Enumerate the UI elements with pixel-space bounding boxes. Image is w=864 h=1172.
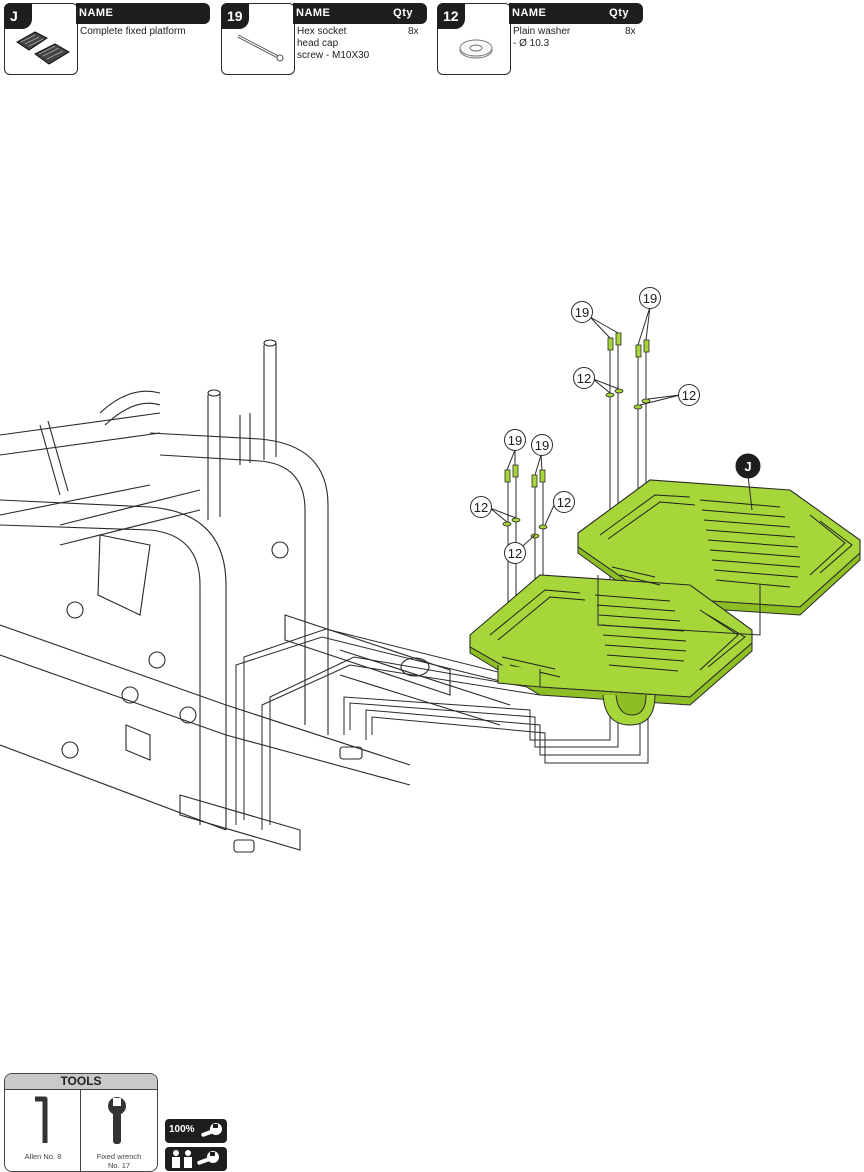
part-thumbnail-j bbox=[4, 3, 78, 75]
part-id: 12 bbox=[437, 3, 465, 29]
tools-title: TOOLS bbox=[5, 1074, 157, 1090]
name-header: NAME bbox=[76, 3, 210, 24]
part-card-12: 12 NAME Qty Plain washer - Ø 10.3 8x bbox=[437, 3, 647, 75]
svg-text:12: 12 bbox=[508, 546, 522, 561]
svg-text:12: 12 bbox=[474, 500, 488, 515]
callout-j: J bbox=[735, 453, 761, 479]
allen-key-icon bbox=[35, 1096, 48, 1143]
fixed-platform bbox=[469, 479, 861, 726]
part-id: 19 bbox=[221, 3, 249, 29]
callout-19: 19 bbox=[639, 287, 661, 309]
callout-19: 19 bbox=[531, 434, 553, 456]
part-description: Hex socket head cap screw - M10X30 bbox=[297, 26, 370, 61]
platform-thumbnail-icon bbox=[16, 31, 70, 65]
callouts: 19 19 12 12 19 19 12 12 bbox=[470, 287, 761, 564]
tool-label-wrench: Fixed wrench No. 17 bbox=[96, 1152, 142, 1170]
name-header: NAME Qty bbox=[293, 3, 427, 24]
alignment-lines bbox=[235, 340, 649, 830]
callout-12: 12 bbox=[504, 542, 526, 564]
tools-divider bbox=[80, 1090, 81, 1171]
callout-12: 12 bbox=[573, 367, 595, 389]
assembly-diagram: 19 19 12 12 19 19 12 12 bbox=[0, 287, 861, 853]
svg-text:19: 19 bbox=[643, 291, 657, 306]
callout-12: 12 bbox=[678, 384, 700, 406]
name-header: NAME Qty bbox=[509, 3, 643, 24]
tighten-percent: 100% bbox=[169, 1124, 195, 1135]
callout-19: 19 bbox=[504, 429, 526, 451]
part-description: Plain washer - Ø 10.3 bbox=[513, 26, 571, 49]
svg-text:12: 12 bbox=[577, 371, 591, 386]
part-qty: 8x bbox=[625, 26, 636, 37]
callout-12: 12 bbox=[553, 491, 575, 513]
washer-thumbnail-icon bbox=[459, 39, 493, 59]
svg-text:19: 19 bbox=[535, 438, 549, 453]
part-card-j: J NAME Complete fixed platform bbox=[4, 3, 214, 75]
svg-text:12: 12 bbox=[682, 388, 696, 403]
fixed-wrench-icon bbox=[108, 1097, 126, 1144]
svg-text:19: 19 bbox=[508, 433, 522, 448]
part-description: Complete fixed platform bbox=[80, 26, 186, 37]
svg-text:J: J bbox=[744, 459, 751, 474]
callout-19: 19 bbox=[571, 301, 593, 323]
part-qty: 8x bbox=[408, 26, 419, 37]
two-people-badge bbox=[165, 1147, 227, 1171]
tighten-badge: 100% bbox=[165, 1119, 227, 1143]
callout-12: 12 bbox=[470, 496, 492, 518]
part-card-19: 19 NAME Qty Hex socket head cap screw - … bbox=[221, 3, 431, 75]
wrench-tighten-icon bbox=[201, 1123, 222, 1137]
machine-frame bbox=[0, 339, 511, 853]
svg-text:19: 19 bbox=[575, 305, 589, 320]
svg-text:12: 12 bbox=[557, 495, 571, 510]
tools-panel: TOOLS Allen No. 8 Fixed wrench No. 17 bbox=[4, 1073, 158, 1172]
tool-label-allen: Allen No. 8 bbox=[24, 1152, 62, 1161]
screw-thumbnail-icon bbox=[237, 34, 284, 62]
part-id: J bbox=[4, 3, 32, 29]
two-people-icon bbox=[172, 1150, 219, 1168]
